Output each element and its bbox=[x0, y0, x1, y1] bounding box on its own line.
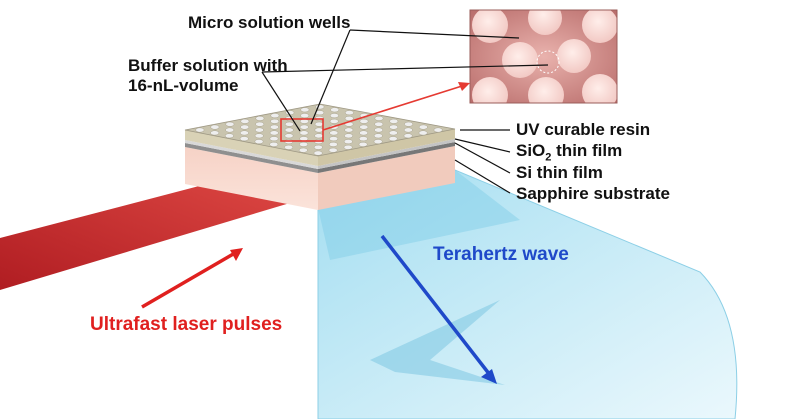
micro-well bbox=[329, 113, 339, 119]
micro-well bbox=[284, 144, 294, 150]
micro-well bbox=[358, 136, 368, 142]
micro-well bbox=[284, 127, 294, 133]
laser-label: Ultrafast laser pulses bbox=[90, 314, 283, 335]
micro-well bbox=[299, 124, 309, 130]
micro-well bbox=[269, 141, 279, 147]
device-chip bbox=[184, 103, 456, 210]
micro-well bbox=[373, 133, 383, 139]
leader-lines bbox=[261, 29, 549, 194]
micro-well bbox=[330, 107, 340, 113]
micro-well bbox=[374, 127, 384, 133]
micro-well bbox=[240, 124, 250, 130]
terahertz-arrow bbox=[380, 234, 497, 384]
micro-well bbox=[389, 118, 399, 124]
micro-well bbox=[373, 139, 383, 145]
micro-well bbox=[239, 130, 249, 136]
micro-well bbox=[433, 127, 443, 133]
uv-resin-label: UV curable resin bbox=[516, 120, 651, 139]
buffer-solution-label: Buffer solution with bbox=[128, 56, 288, 75]
micro-well bbox=[388, 130, 398, 136]
micrograph-inset bbox=[469, 9, 618, 104]
micro-well bbox=[358, 141, 368, 147]
si-film-label: Si thin film bbox=[516, 163, 603, 182]
micro-well bbox=[298, 147, 308, 153]
micro-well bbox=[374, 115, 384, 121]
micro-well bbox=[299, 130, 309, 136]
micro-well bbox=[389, 124, 399, 130]
micro-well bbox=[329, 130, 339, 136]
micro-well bbox=[344, 110, 354, 116]
micro-well bbox=[359, 130, 369, 136]
micro-well bbox=[418, 130, 428, 136]
micro-well bbox=[374, 121, 384, 127]
micro-well bbox=[254, 139, 264, 145]
micro-well bbox=[403, 133, 413, 139]
micro-solution-wells-label: Micro solution wells bbox=[188, 13, 351, 32]
micro-well bbox=[359, 118, 369, 124]
micro-well bbox=[344, 115, 354, 121]
sio2-film-label: SiO2 thin film bbox=[516, 141, 623, 164]
terahertz-label: Terahertz wave bbox=[433, 244, 569, 265]
micro-well bbox=[300, 107, 310, 113]
micro-well bbox=[328, 141, 338, 147]
micro-well bbox=[314, 121, 324, 127]
micro-well bbox=[284, 121, 294, 127]
micro-well bbox=[270, 118, 280, 124]
micro-well bbox=[329, 136, 339, 142]
micro-well bbox=[329, 118, 339, 124]
well-array bbox=[195, 104, 443, 156]
buffer-volume-label: 16-nL-volume bbox=[128, 76, 239, 95]
micro-well bbox=[225, 121, 235, 127]
micro-well bbox=[240, 118, 250, 124]
micro-well bbox=[344, 127, 354, 133]
micro-well bbox=[314, 127, 324, 133]
zoom-arrowhead bbox=[458, 82, 470, 91]
micro-well bbox=[195, 127, 205, 133]
micro-well bbox=[255, 115, 265, 121]
sapphire-label: Sapphire substrate bbox=[516, 184, 670, 203]
micro-well bbox=[314, 133, 324, 139]
micro-well bbox=[388, 136, 398, 142]
micro-well bbox=[254, 133, 264, 139]
micro-well bbox=[300, 113, 310, 119]
micro-well bbox=[210, 130, 220, 136]
micro-well bbox=[224, 133, 234, 139]
terahertz-beam bbox=[317, 169, 738, 419]
micro-well bbox=[254, 127, 264, 133]
micro-well bbox=[210, 124, 220, 130]
micro-well bbox=[404, 121, 414, 127]
micro-well bbox=[313, 150, 323, 156]
micro-well bbox=[403, 127, 413, 133]
micro-well bbox=[269, 130, 279, 136]
micro-well bbox=[343, 139, 353, 145]
micro-well bbox=[418, 124, 428, 130]
micro-well bbox=[344, 133, 354, 139]
micro-well bbox=[225, 127, 235, 133]
micro-well bbox=[328, 147, 338, 153]
micro-well bbox=[359, 124, 369, 130]
micro-well bbox=[269, 124, 279, 130]
laser-arrow bbox=[141, 248, 243, 309]
micro-well bbox=[343, 144, 353, 150]
micro-well bbox=[313, 144, 323, 150]
micro-well bbox=[270, 113, 280, 119]
micro-well bbox=[269, 136, 279, 142]
micro-well bbox=[255, 121, 265, 127]
micro-well bbox=[284, 133, 294, 139]
micro-well bbox=[239, 136, 249, 142]
zoom-connector bbox=[322, 85, 463, 131]
micro-well bbox=[299, 141, 309, 147]
